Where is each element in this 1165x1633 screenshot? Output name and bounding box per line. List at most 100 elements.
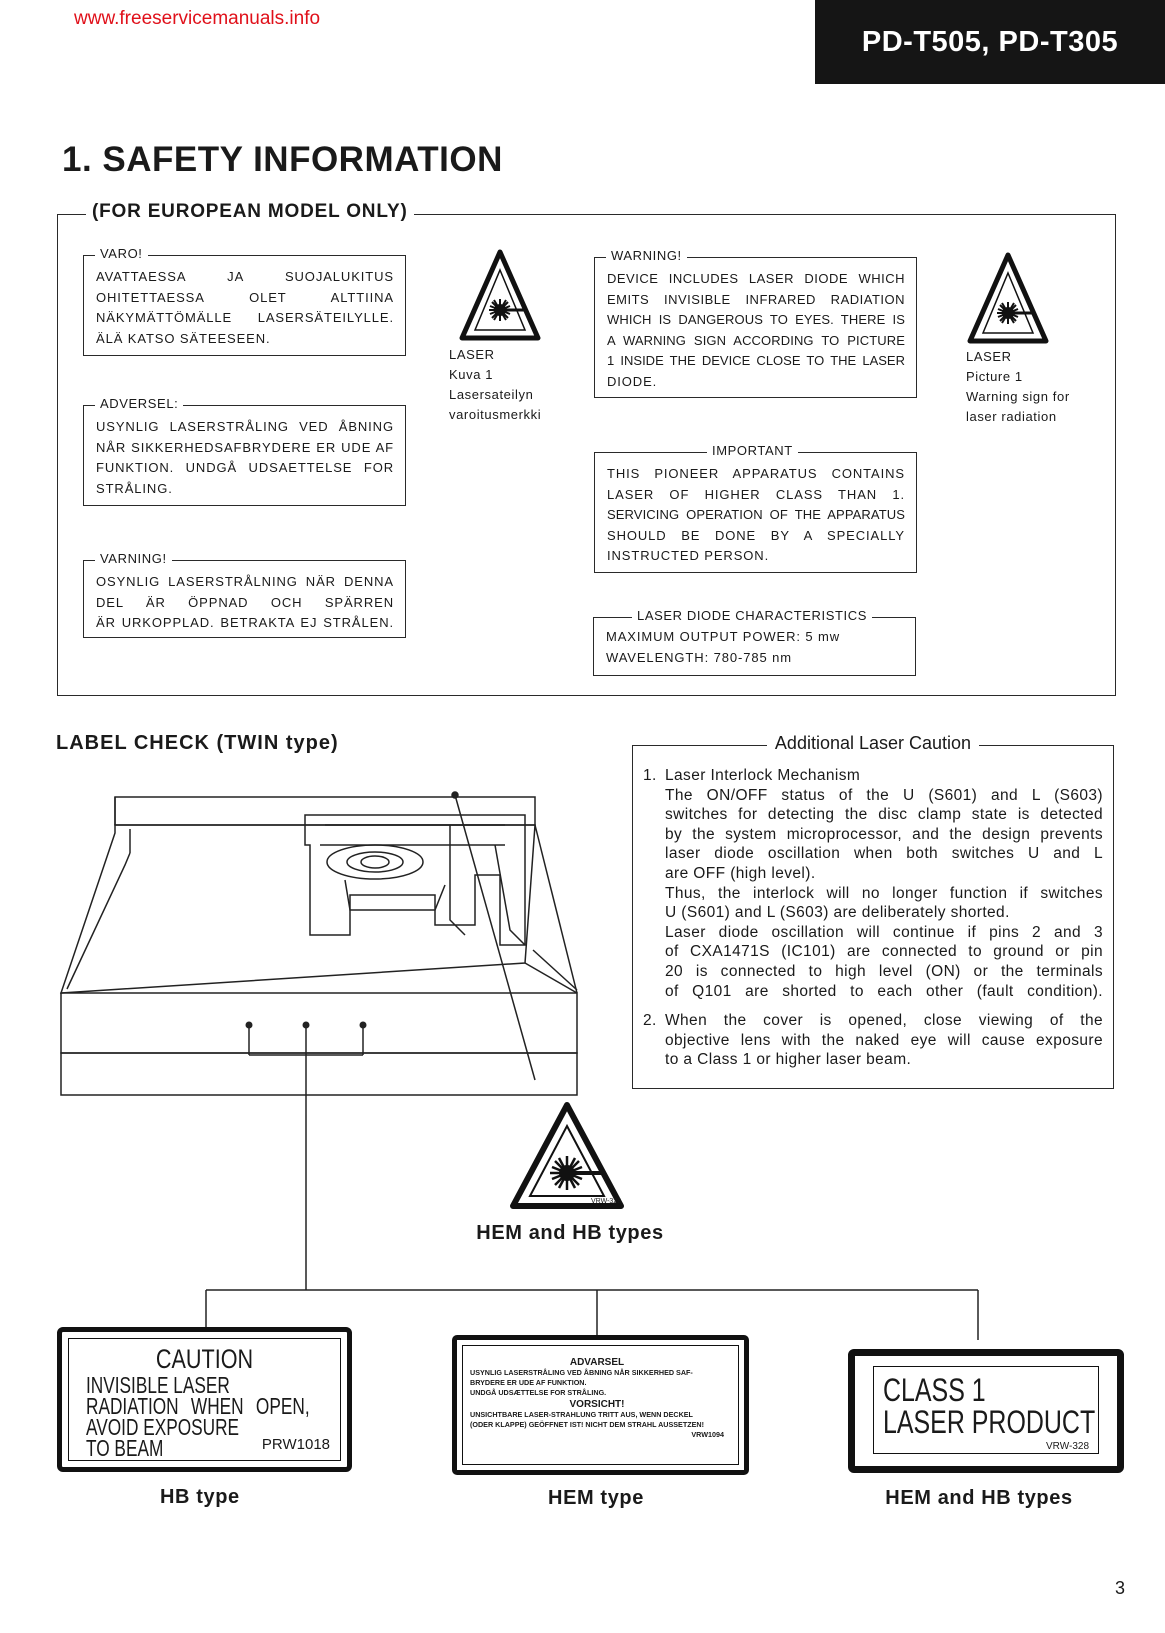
label-line: LASER PRODUCT — [883, 1404, 1096, 1440]
box-line: INSTRUCTED PERSON. — [607, 548, 770, 563]
additional-caution-box: Additional Laser Caution 1. Laser Interl… — [632, 733, 1114, 1089]
european-frame — [57, 214, 1116, 696]
caution-item: 1. Laser Interlock Mechanism The ON/OFF … — [643, 766, 1103, 1001]
caution-line: Laser Interlock Mechanism — [665, 767, 861, 784]
class1-laser-product-label: CLASS 1 LASER PRODUCT VRW-328 — [848, 1349, 1124, 1473]
label-code: PRW1018 — [261, 1436, 330, 1453]
box-label: LASER DIODE CHARACTERISTICS — [632, 608, 873, 623]
box-line: WHICH IS DANGEROUS TO EYES. THERE IS — [607, 312, 905, 327]
box-label: VARNING! — [95, 551, 172, 566]
label-line: RADIATION WHEN OPEN, — [86, 1393, 310, 1419]
caution-line: to a Class 1 or higher laser beam. — [665, 1051, 912, 1069]
symbol-title: LASER — [966, 349, 1012, 364]
symbol-title: LASER — [449, 347, 495, 362]
box-line: ÄLÄ KATSO SÄTEESEEN. — [96, 330, 271, 346]
symbol-line: laser radiation — [966, 409, 1057, 424]
box-line: THIS PIONEER APPARATUS CONTAINS — [607, 466, 905, 481]
label-line: AVOID EXPOSURE — [86, 1414, 240, 1440]
caution-line: of Q101 are shorted to each other (fault… — [665, 982, 1103, 1000]
box-line: FUNKTION. UNDGÅ UDSAETTELSE FOR — [96, 460, 394, 475]
box-label: ADVERSEL: — [95, 396, 184, 411]
box-line: SERVICING OPERATION OF THE APPARATUS — [607, 507, 905, 522]
label-title: CLASS 1 — [883, 1372, 986, 1408]
box-label: VARO! — [95, 246, 148, 261]
label-code: VRW-328 — [1046, 1441, 1089, 1452]
frame-title: (FOR EUROPEAN MODEL ONLY) — [86, 201, 414, 223]
caution-line: When the cover is opened, close viewing … — [665, 1012, 1103, 1030]
triangle-code: VRW-328 — [591, 1198, 622, 1205]
caution-line: switches for detecting the disc clamp st… — [665, 806, 1103, 824]
caution-item: 2. When the cover is opened, close viewi… — [643, 1011, 1103, 1070]
box-line: DIODE. — [607, 373, 658, 389]
label-title: VORSICHT! — [569, 1399, 625, 1410]
caution-line: objective lens with the naked eye will c… — [665, 1031, 1103, 1049]
label-caption: HEM type — [548, 1487, 644, 1509]
varo-box: VARO! AVATTAESSA JA SUOJALUKITUS OHITETT… — [83, 246, 406, 356]
site-link[interactable]: www.freeservicemanuals.info — [74, 8, 321, 29]
box-line: AVATTAESSA JA SUOJALUKITUS — [96, 269, 394, 284]
box-line: MAXIMUM OUTPUT POWER: 5 mw — [606, 629, 841, 644]
caution-title: Additional Laser Caution — [633, 733, 1113, 754]
symbol-line: Lasersateilyn — [449, 387, 534, 402]
diode-characteristics-box: LASER DIODE CHARACTERISTICS MAXIMUM OUTP… — [593, 608, 916, 676]
box-line: USYNLIG LASERSTRÅLING VED ÅBNING — [96, 419, 394, 434]
symbol-caption-english: LASER Picture 1 Warning sign for laser r… — [966, 347, 1070, 427]
symbol-line: varoitusmerkki — [449, 407, 542, 422]
box-line: NÄKYMÄTTÖMÄLLE LASERSÄTEILYLLE. — [96, 310, 394, 325]
label-connector-lines — [205, 1115, 979, 1340]
hem-advarsel-label: ADVARSEL USYNLIG LASERSTRÅLING VED ÅBNIN… — [452, 1335, 749, 1475]
box-line: OSYNLIG LASERSTRÅLNING NÄR DENNA — [96, 574, 394, 589]
box-label: WARNING! — [606, 248, 687, 263]
section-title: 1. SAFETY INFORMATION — [62, 140, 503, 179]
symbol-line: Kuva 1 — [449, 367, 494, 382]
caution-line: laser diode oscillation when both switch… — [665, 845, 1103, 863]
model-names: PD-T505, PD-T305 — [861, 25, 1119, 58]
label-title: ADVARSEL — [569, 1357, 625, 1368]
label-line: BRYDERE ER UDE AF FUNKTION. — [470, 1378, 587, 1387]
adversel-box: ADVERSEL: USYNLIG LASERSTRÅLING VED ÅBNI… — [83, 396, 406, 506]
box-line: OHITETTAESSA OLET ALTTIINA — [96, 289, 394, 305]
box-line: 1 INSIDE THE DEVICE CLOSE TO THE LASER — [607, 353, 905, 368]
triangle-caption: HEM and HB types — [476, 1222, 664, 1244]
label-line: UNDGÅ UDSÆTTELSE FOR STRÅLING. — [470, 1388, 607, 1397]
laser-warning-icon — [459, 249, 541, 341]
symbol-caption-finnish: LASER Kuva 1 Lasersateilyn varoitusmerkk… — [449, 345, 541, 425]
caution-line: 20 is connected to high level (ON) or th… — [665, 962, 1103, 980]
warning-box: WARNING! DEVICE INCLUDES LASER DIODE WHI… — [594, 248, 917, 398]
label-line: INVISIBLE LASER — [86, 1372, 230, 1398]
box-line: ÄR URKOPPLAD. BETRAKTA EJ STRÅLEN. — [96, 615, 394, 630]
laser-warning-icon — [510, 1102, 624, 1209]
caution-line: The ON/OFF status of the U (S601) and L … — [665, 786, 1103, 804]
box-line: EMITS INVISIBLE INFRARED RADIATION — [607, 291, 905, 307]
device-diagram — [59, 791, 578, 1115]
hb-caution-label: CAUTION INVISIBLE LASER RADIATION WHEN O… — [57, 1327, 352, 1472]
label-line: (ODER KLAPPE) GEÖFFNET IST! NICHT DEM ST… — [470, 1420, 704, 1429]
label-code: VRW1094 — [691, 1430, 724, 1439]
label-check-title: LABEL CHECK (TWIN type) — [56, 732, 339, 754]
symbol-line: Picture 1 — [966, 369, 1023, 384]
box-line: WAVELENGTH: 780-785 nm — [606, 649, 792, 665]
box-line: DEVICE INCLUDES LASER DIODE WHICH — [607, 271, 905, 286]
label-caption: HB type — [160, 1486, 240, 1508]
caution-line: U (S601) and L (S603) are deliberately s… — [665, 904, 1010, 922]
varning-box: VARNING! OSYNLIG LASERSTRÅLNING NÄR DENN… — [83, 551, 406, 638]
label-title: CAUTION — [155, 1344, 254, 1374]
important-box: IMPORTANT THIS PIONEER APPARATUS CONTAIN… — [594, 443, 917, 573]
caution-line: by the system microprocessor, and the de… — [665, 825, 1103, 843]
box-line: DEL ÄR ÖPPNAD OCH SPÄRREN — [96, 594, 394, 610]
label-caption: HEM and HB types — [885, 1487, 1073, 1509]
box-line: NÅR SIKKERHEDSAFBRYDERE ER UDE AF — [96, 439, 394, 455]
symbol-line: Warning sign for — [966, 389, 1070, 404]
caution-line: of CXA1471S (IC101) are connected to gro… — [665, 943, 1103, 961]
box-line: STRÅLING. — [96, 480, 173, 496]
model-banner: PD-T505, PD-T305 — [815, 0, 1165, 84]
box-line: SHOULD BE DONE BY A SPECIALLY — [607, 527, 905, 543]
box-label: IMPORTANT — [707, 443, 798, 458]
item-number: 2. — [643, 1012, 657, 1030]
label-line: USYNLIG LASERSTRÅLING VED ÅBNING NÅR SIK… — [470, 1368, 693, 1377]
caution-line: Laser diode oscillation will continue if… — [665, 923, 1103, 941]
caution-line: Thus, the interlock will no longer funct… — [665, 884, 1103, 902]
item-number: 1. — [643, 767, 657, 784]
caution-line: are OFF (high level). — [665, 864, 816, 882]
label-line: TO BEAM — [86, 1435, 164, 1461]
